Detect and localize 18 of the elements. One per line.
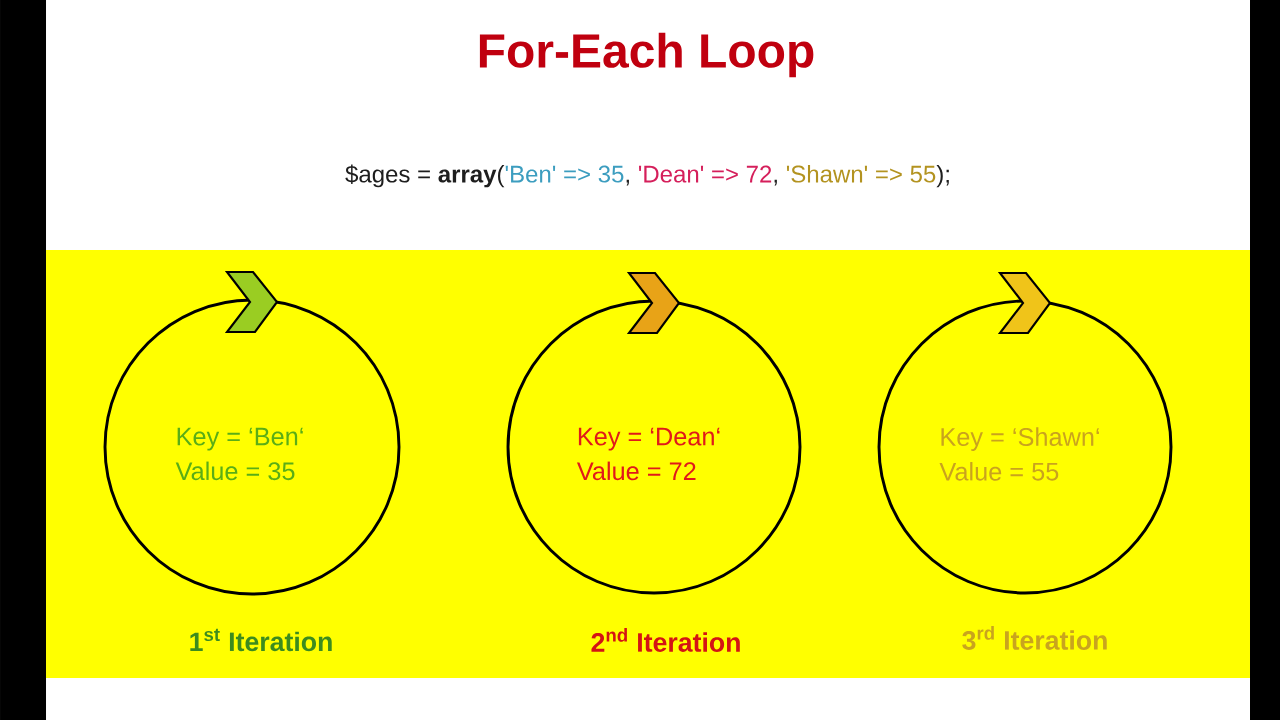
- label: 'Ben' => 35: [505, 165, 624, 183]
- key-text: Key = ‘Ben‘: [177, 427, 303, 451]
- code-line: $ages = array('Ben' => 35, 'Dean' => 72, 'Shawn' => 55);: [345, 164, 949, 188]
- value-text: Value = 55: [939, 462, 1059, 481]
- iteration-label: 1$^{st}$ Iteration: [190, 628, 332, 652]
- iteration-label: 2$^{nd}$ Iteration: [591, 628, 740, 652]
- label: 'Dean' => 72: [638, 165, 772, 183]
- key-text: Key = ‘Dean‘: [578, 427, 720, 451]
- value-text: Value = 35: [175, 461, 295, 481]
- label: );: [936, 164, 949, 188]
- label: ,: [774, 179, 777, 186]
- label: $ages = array(: [345, 164, 505, 188]
- value-text: Value = 72: [576, 461, 696, 481]
- label: ,: [626, 179, 629, 186]
- label: 'Shawn' => 55: [786, 164, 936, 183]
- title: For-Each Loop: [479, 32, 814, 78]
- key-text: Key = ‘Shawn‘: [941, 427, 1099, 451]
- iteration-label: 3$^{rd}$ Iteration: [962, 626, 1107, 650]
